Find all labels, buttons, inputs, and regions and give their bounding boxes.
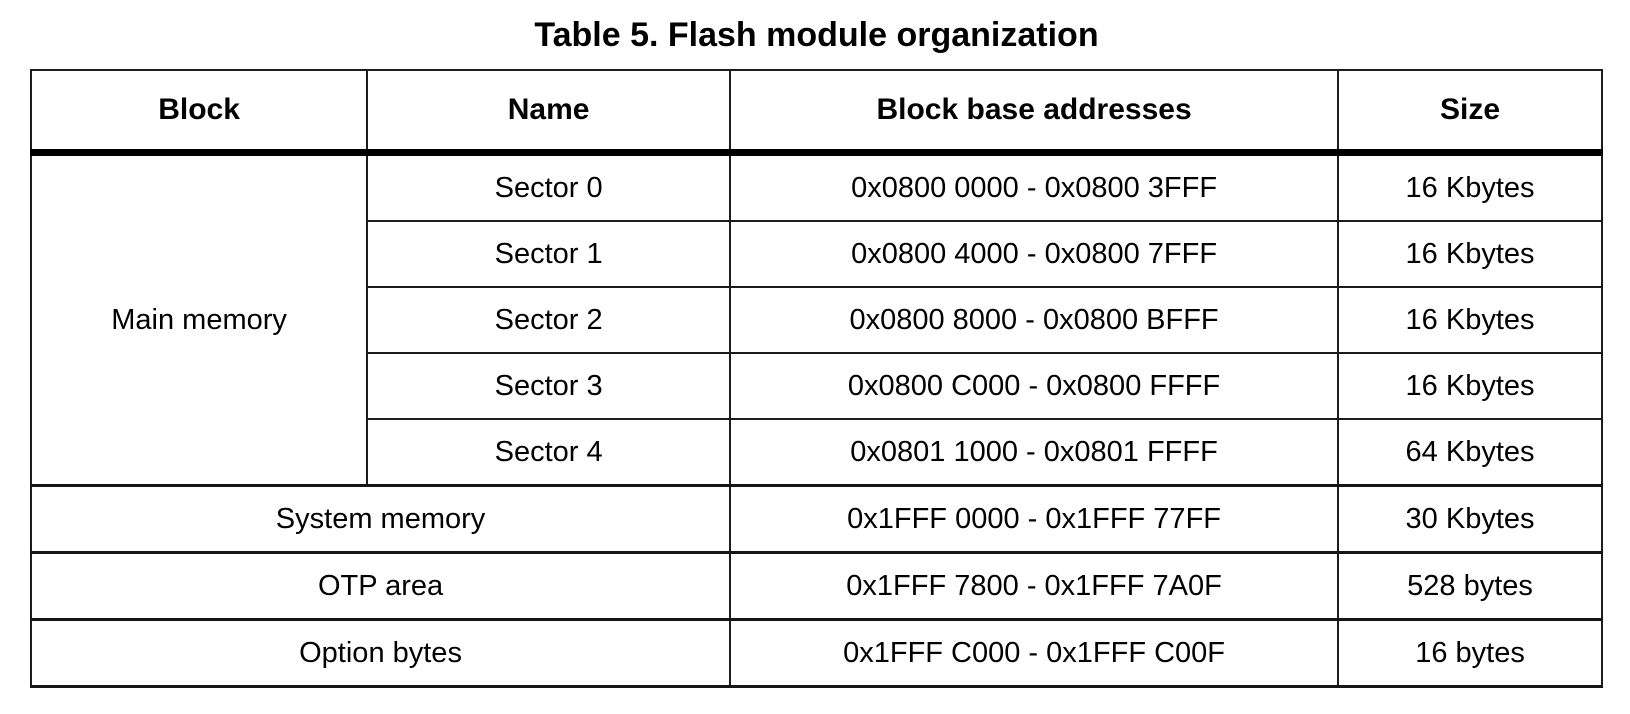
size-cell: 16 Kbytes xyxy=(1337,220,1603,288)
size-cell: 64 Kbytes xyxy=(1337,418,1603,487)
block-cell: OTP area xyxy=(29,551,732,621)
column-header-name: Name xyxy=(366,69,732,156)
table-row: Main memory Sector 0 0x0800 0000 - 0x080… xyxy=(29,151,1603,487)
table-row-option-bytes: Option bytes 0x1FFF C000 - 0x1FFF C00F 1… xyxy=(29,618,1603,688)
size-cell: 16 Kbytes xyxy=(1337,352,1603,420)
address-cell: 0x0800 0000 - 0x0800 3FFF xyxy=(729,151,1340,222)
size-cell: 528 bytes xyxy=(1337,551,1603,621)
name-cell: Sector 3 xyxy=(366,352,732,420)
address-cell: 0x1FFF 0000 - 0x1FFF 77FF xyxy=(729,484,1340,554)
flash-table-section: Table 5. Flash module organization Block… xyxy=(29,0,1603,688)
address-cell: 0x0801 1000 - 0x0801 FFFF xyxy=(729,418,1340,487)
size-cell: 16 bytes xyxy=(1337,618,1603,688)
table-row: Sector 1 0x0800 4000 - 0x0800 7FFF 16 Kb… xyxy=(31,220,1603,288)
address-cell: 0x1FFF C000 - 0x1FFF C00F xyxy=(729,618,1340,688)
size-cell: 30 Kbytes xyxy=(1337,484,1603,554)
column-header-address: Block base addresses xyxy=(729,69,1340,156)
address-cell: 0x0800 C000 - 0x0800 FFFF xyxy=(729,352,1340,420)
column-header-size: Size xyxy=(1337,69,1603,156)
table-caption: Table 5. Flash module organization xyxy=(534,16,1099,54)
table-header-row: Block Name Block base addresses Size xyxy=(29,69,1603,156)
block-cell: Option bytes xyxy=(29,618,732,688)
name-cell: Sector 4 xyxy=(366,418,732,487)
name-cell: Sector 0 xyxy=(366,151,732,222)
flash-module-organization-table: Block Name Block base addresses Size Mai… xyxy=(29,69,1603,688)
size-cell: 16 Kbytes xyxy=(1337,151,1603,222)
size-cell: 16 Kbytes xyxy=(1337,286,1603,354)
name-cell: Sector 1 xyxy=(366,220,732,288)
table-row-otp-area: OTP area 0x1FFF 7800 - 0x1FFF 7A0F 528 b… xyxy=(29,551,1603,621)
table-row: Sector 4 0x0801 1000 - 0x0801 FFFF 64 Kb… xyxy=(31,418,1603,487)
table-row: Sector 3 0x0800 C000 - 0x0800 FFFF 16 Kb… xyxy=(31,352,1603,420)
block-cell: System memory xyxy=(29,484,732,554)
address-cell: 0x1FFF 7800 - 0x1FFF 7A0F xyxy=(729,551,1340,621)
table-row: Sector 2 0x0800 8000 - 0x0800 BFFF 16 Kb… xyxy=(31,286,1603,354)
address-cell: 0x0800 8000 - 0x0800 BFFF xyxy=(729,286,1340,354)
column-header-block: Block xyxy=(29,69,369,156)
name-cell: Sector 2 xyxy=(366,286,732,354)
block-cell-main-memory: Main memory xyxy=(29,151,369,487)
table-row-system-memory: System memory 0x1FFF 0000 - 0x1FFF 77FF … xyxy=(29,484,1603,554)
address-cell: 0x0800 4000 - 0x0800 7FFF xyxy=(729,220,1340,288)
